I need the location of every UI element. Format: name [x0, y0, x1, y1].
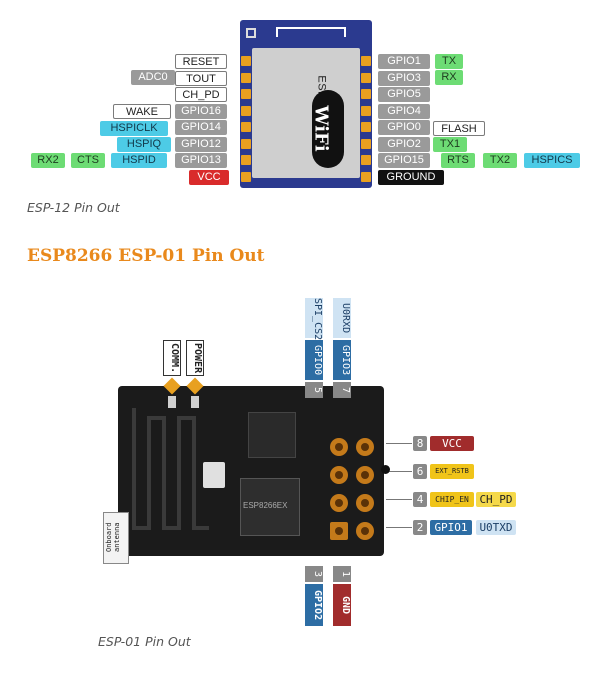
esp12-right-pin-label: GPIO1 — [378, 54, 430, 69]
rx2-label: RX2 — [31, 153, 65, 168]
esp12-left-pin-label: CH_PD — [175, 87, 227, 102]
esp12-left-pin-label: GPIO12 — [175, 136, 227, 152]
right-connector-line — [386, 471, 412, 472]
esp12-right-pad — [361, 122, 371, 132]
esp12-left-pad — [241, 122, 251, 132]
esp12-antenna-area — [246, 24, 366, 44]
cts-label: CTS — [71, 153, 105, 168]
adc0-label: ADC0 — [131, 70, 175, 85]
esp12-left-pad — [241, 171, 251, 182]
right-connector-line — [386, 499, 412, 500]
header-pin-hole — [361, 443, 369, 451]
esp12-left-pin-label: GPIO14 — [175, 120, 227, 135]
wifi-logo: WiFi — [310, 90, 344, 168]
esp12-caption: ESP-12 Pin Out — [27, 200, 120, 215]
hspiclk-label: HSPICLK — [100, 121, 168, 136]
esp12-left-pad — [241, 72, 251, 83]
top-gpio-label: GPIO0 — [305, 340, 323, 380]
esp01-heading: ESP8266 ESP-01 Pin Out — [27, 246, 265, 266]
reset-dot — [381, 465, 390, 474]
right-pin-number: 8 — [413, 436, 427, 451]
top-pin-number: 5 — [305, 382, 323, 398]
bottom-gpio-label: GND — [333, 584, 351, 626]
esp12-right-pad — [361, 171, 371, 182]
header-pin-hole — [335, 499, 343, 507]
esp12-left-pin-label: GPIO16 — [175, 103, 227, 119]
right-connector-line — [386, 527, 412, 528]
right-pin-name: CHIP_EN — [430, 492, 474, 507]
esp12-right-pin-label: GPIO4 — [378, 103, 430, 119]
antenna-trace — [132, 408, 209, 530]
esp12-marker — [246, 28, 256, 38]
rts-label: RTS — [441, 153, 475, 168]
crystal — [203, 462, 225, 488]
right-pin-name: EXT_RSTB — [430, 464, 474, 479]
right-pin-number: 6 — [413, 464, 427, 479]
hspid-label: HSPID — [111, 153, 167, 168]
header-pin-hole — [361, 471, 369, 479]
esp12-right-pin-label: GROUND — [378, 169, 444, 185]
antenna-label-box — [103, 512, 129, 564]
antenna-label: Onboard antenna — [105, 522, 121, 552]
esp12-right-pad — [361, 138, 371, 149]
flash-chip — [248, 412, 296, 458]
wifi-logo-text: WiFi — [310, 105, 332, 152]
esp8266-chip: ESP8266EX — [240, 478, 300, 536]
top-gpio-label: GPIO3 — [333, 340, 351, 380]
esp12-left-pad — [241, 56, 251, 66]
esp12-right-pad — [361, 89, 371, 99]
comm-led — [168, 396, 176, 408]
esp12-right-pin-label: GPIO2 — [378, 136, 430, 152]
right-pin-number: 2 — [413, 520, 427, 535]
flash-label: FLASH — [433, 121, 485, 136]
esp12-right-pad — [361, 155, 371, 165]
power-led — [191, 396, 199, 408]
esp12-module-board: ESP8266MOD WiFi — [240, 20, 372, 188]
top-func-label: U0RXD — [333, 298, 351, 338]
tx2-label: TX2 — [483, 153, 517, 168]
comm-label: COMM. — [163, 340, 181, 376]
esp12-left-pad — [241, 105, 251, 116]
header-pin-hole — [361, 527, 369, 535]
bottom-pin-number: 1 — [333, 566, 351, 582]
esp01-caption: ESP-01 Pin Out — [98, 634, 191, 649]
esp12-right-pad — [361, 56, 371, 66]
rx-label: RX — [435, 70, 463, 85]
right-pin-number: 4 — [413, 492, 427, 507]
right-pin-name: GPIO1 — [430, 520, 472, 535]
power-label: POWER — [186, 340, 204, 376]
esp12-left-pin-label: TOUT — [175, 70, 227, 86]
right-connector-line — [386, 443, 412, 444]
esp12-left-pin-label: VCC — [189, 169, 229, 185]
header-pin-hole — [335, 527, 343, 535]
top-func-label: SPI_CS2 — [305, 298, 323, 340]
bottom-gpio-label: GPIO2 — [305, 584, 323, 626]
esp12-antenna-trace — [276, 27, 346, 37]
esp12-right-pad — [361, 105, 371, 116]
wake-label: WAKE — [113, 104, 171, 119]
header-pin-hole — [335, 443, 343, 451]
esp12-right-pad — [361, 72, 371, 83]
esp12-left-pad — [241, 155, 251, 165]
esp12-left-pad — [241, 89, 251, 99]
esp12-right-pin-label: GPIO15 — [378, 153, 430, 168]
hspics-label: HSPICS — [524, 153, 580, 168]
hspiq-label: HSPIQ — [117, 137, 171, 152]
esp12-left-pin-label: RESET — [175, 54, 227, 69]
right-pin-name: VCC — [430, 436, 474, 451]
esp12-right-pin-label: GPIO0 — [378, 120, 430, 135]
esp12-right-pin-label: GPIO3 — [378, 70, 430, 86]
right-pin-extra: CH_PD — [476, 492, 516, 507]
bottom-pin-number: 3 — [305, 566, 323, 582]
header-pin-hole — [361, 499, 369, 507]
esp12-left-pin-label: GPIO13 — [175, 153, 227, 168]
chip-text: ESP8266EX — [243, 501, 288, 510]
esp12-left-pad — [241, 138, 251, 149]
top-pin-number: 7 — [333, 382, 351, 398]
tx-label: TX — [435, 54, 463, 69]
right-pin-extra: U0TXD — [476, 520, 516, 535]
tx1-label: TX1 — [433, 137, 467, 152]
header-pin-hole — [335, 471, 343, 479]
esp12-right-pin-label: GPIO5 — [378, 87, 430, 102]
